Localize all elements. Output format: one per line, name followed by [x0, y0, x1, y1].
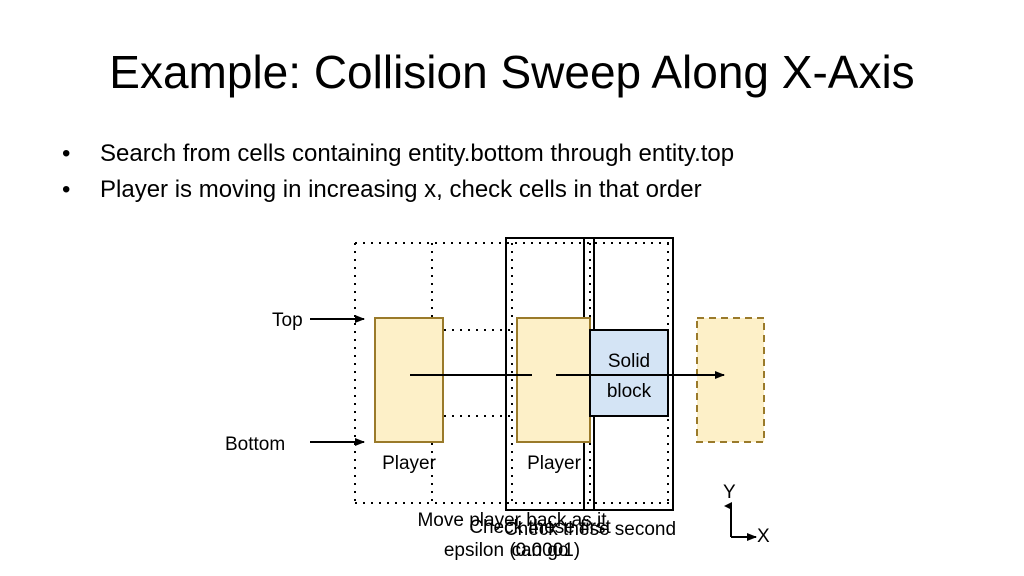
- caption-move-back-line1: Move player back as it: [417, 510, 607, 531]
- caption-move-back-line2: epsilon (0.0001): [444, 540, 580, 561]
- axis-x-label: X: [757, 526, 770, 547]
- ghost-destination: [696, 317, 765, 443]
- bullet-item: Search from cells containing entity.bott…: [62, 136, 734, 172]
- caption-check-first-line1: Check these first: [469, 517, 611, 538]
- caption-check-first-line2: can go: [511, 540, 568, 561]
- solid-block-label-line1: Solid: [608, 351, 650, 372]
- slide-title: Example: Collision Sweep Along X-Axis: [109, 46, 915, 98]
- player-start: [374, 317, 444, 443]
- solid-block: [589, 329, 669, 417]
- player-moved: [516, 317, 591, 443]
- bullet-list: Search from cells containing entity.bott…: [62, 136, 734, 208]
- top-label: Top: [272, 310, 303, 331]
- axis-y-label: Y: [723, 482, 736, 503]
- player-start-label: Player: [382, 453, 437, 474]
- caption-check-second: Check these second: [504, 519, 676, 540]
- player-moved-label: Player: [527, 453, 582, 474]
- axis-indicator: Y X: [723, 482, 770, 547]
- bottom-label: Bottom: [225, 434, 285, 455]
- bullet-item: Player is moving in increasing x, check …: [62, 172, 734, 208]
- solid-block-label-line2: block: [607, 381, 652, 402]
